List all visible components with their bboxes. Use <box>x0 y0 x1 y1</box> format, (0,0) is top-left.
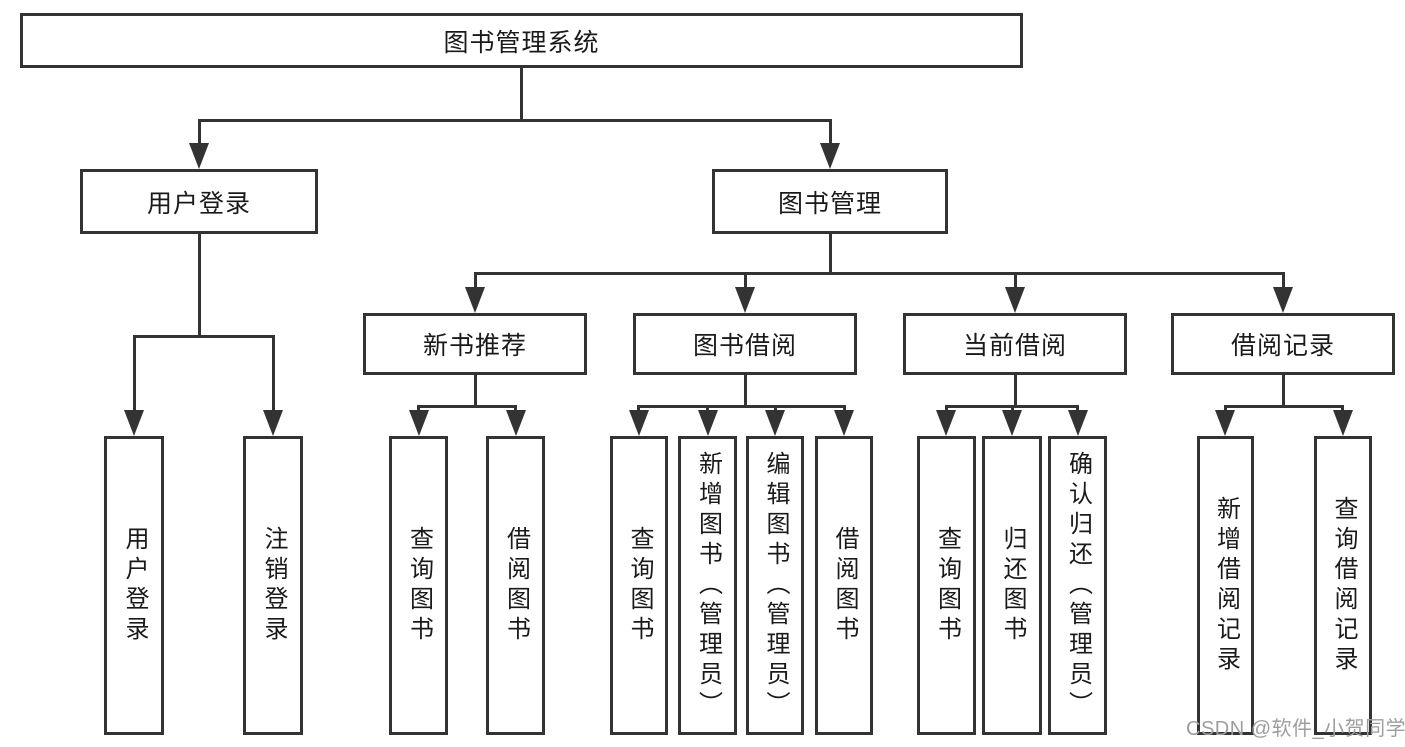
leaf-query-books-borrow: 查询图书 <box>610 436 668 735</box>
connector-line <box>198 119 201 147</box>
leaf-borrow-books-recommend: 借阅图书 <box>486 436 545 735</box>
connector-line <box>637 405 846 408</box>
node-new-book-recommend: 新书推荐 <box>363 313 587 375</box>
leaf-query-borrow-record: 查询借阅记录 <box>1314 436 1372 735</box>
arrowhead-down <box>263 410 283 436</box>
arrowhead-down <box>506 410 526 436</box>
watermark: CSDN @软件_小贺同学 <box>1186 718 1405 740</box>
connector-line <box>474 375 477 408</box>
arrowhead-down <box>735 287 755 313</box>
connector-line <box>417 405 517 408</box>
leaf-logout: 注销登录 <box>243 436 303 735</box>
node-library-system: 图书管理系统 <box>20 13 1023 68</box>
connector-line <box>514 405 517 414</box>
leaf-query-books-recommend: 查询图书 <box>389 436 448 735</box>
arrowhead-down <box>820 143 840 169</box>
connector-line <box>774 405 777 414</box>
arrowhead-down <box>765 410 785 436</box>
arrowhead-down <box>1273 287 1293 313</box>
connector-line <box>1224 405 1227 414</box>
node-borrow-records: 借阅记录 <box>1171 313 1395 375</box>
leaf-add-borrow-record: 新增借阅记录 <box>1197 436 1254 735</box>
connector-line <box>1014 375 1017 408</box>
arrowhead-down <box>1005 287 1025 313</box>
connector-line <box>474 272 1285 275</box>
connector-line <box>744 272 747 290</box>
arrowhead-down <box>409 410 429 436</box>
arrowhead-down <box>1068 410 1088 436</box>
connector-line <box>198 234 201 337</box>
arrowhead-down <box>1333 410 1353 436</box>
connector-line <box>706 405 709 414</box>
leaf-confirm-return-admin: 确认归还（管理员） <box>1048 436 1107 735</box>
connector-line <box>744 375 747 408</box>
leaf-query-books-current: 查询图书 <box>917 436 976 735</box>
connector-line <box>133 335 275 338</box>
connector-line <box>474 272 477 290</box>
leaf-return-book: 归还图书 <box>982 436 1042 735</box>
arrowhead-down <box>465 287 485 313</box>
connector-line <box>1076 405 1079 414</box>
arrowhead-down <box>936 410 956 436</box>
arrowhead-down <box>189 143 209 169</box>
leaf-user-login: 用户登录 <box>104 436 164 735</box>
arrowhead-down <box>834 410 854 436</box>
connector-line <box>1282 272 1285 290</box>
node-current-borrow: 当前借阅 <box>903 313 1127 375</box>
connector-line <box>1011 405 1014 414</box>
connector-line <box>198 119 832 122</box>
connector-line <box>945 405 948 414</box>
connector-line <box>829 234 832 275</box>
connector-line <box>637 405 640 414</box>
leaf-edit-book-admin: 编辑图书（管理员） <box>746 436 804 735</box>
connector-line <box>133 335 136 414</box>
connector-line <box>272 335 275 414</box>
arrowhead-down <box>1002 410 1022 436</box>
connector-line <box>1014 272 1017 290</box>
connector-line <box>520 68 523 121</box>
connector-line <box>843 405 846 414</box>
leaf-borrow-books: 借阅图书 <box>815 436 873 735</box>
connector-line <box>829 119 832 147</box>
connector-line <box>417 405 420 414</box>
arrowhead-down <box>698 410 718 436</box>
node-user-login: 用户登录 <box>80 169 318 234</box>
connector-line <box>1224 405 1344 408</box>
connector-line <box>1282 375 1285 408</box>
node-book-borrow: 图书借阅 <box>633 313 857 375</box>
arrowhead-down <box>1215 410 1235 436</box>
arrowhead-down <box>629 410 649 436</box>
connector-line <box>1341 405 1344 414</box>
arrowhead-down <box>124 410 144 436</box>
leaf-add-book-admin: 新增图书（管理员） <box>678 436 737 735</box>
node-book-management: 图书管理 <box>712 169 948 234</box>
